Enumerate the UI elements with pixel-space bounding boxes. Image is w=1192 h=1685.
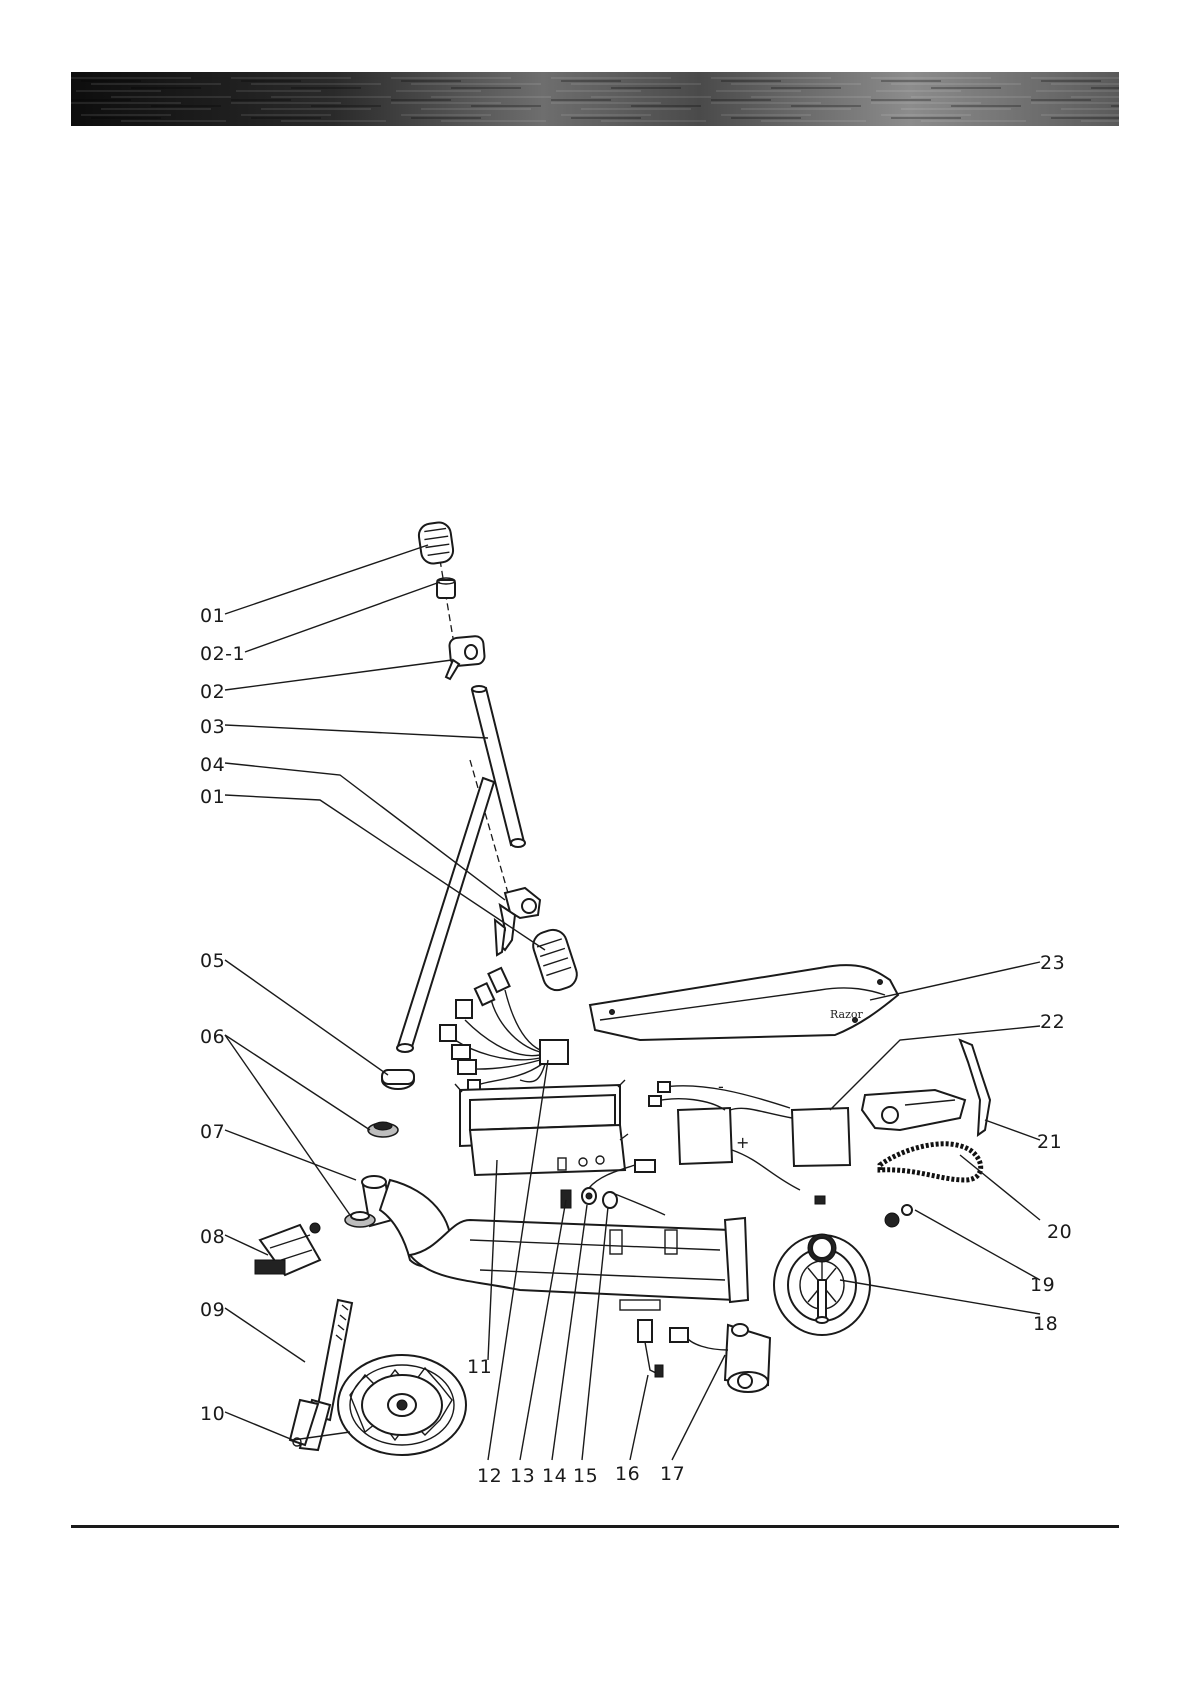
motor-sprocket	[885, 1205, 912, 1227]
bottom-grip	[530, 926, 581, 994]
label-03: 03	[200, 716, 225, 738]
motor	[670, 1324, 770, 1392]
label-14: 14	[542, 1465, 567, 1487]
label-06: 06	[200, 1026, 225, 1048]
label-17: 17	[660, 1463, 685, 1485]
deck: Razor	[590, 965, 898, 1040]
label-22: 22	[1040, 1011, 1065, 1033]
batteries	[649, 1082, 850, 1204]
label-04: 04	[200, 754, 225, 776]
label-11: 11	[467, 1356, 492, 1378]
label-01-bottom: 01	[200, 786, 225, 808]
steering-stem	[397, 778, 494, 1052]
label-08: 08	[200, 1226, 225, 1248]
deck-logo: Razor	[830, 1008, 864, 1021]
label-07: 07	[200, 1121, 225, 1143]
label-13: 13	[510, 1465, 535, 1487]
chain-guard	[862, 1040, 990, 1135]
label-02-1: 02-1	[200, 643, 245, 665]
drive-chain	[880, 1144, 981, 1180]
front-fork	[290, 1300, 352, 1450]
rear-wheel	[774, 1234, 870, 1335]
label-19: 19	[1030, 1274, 1055, 1296]
label-23: 23	[1040, 952, 1065, 974]
label-09: 09	[200, 1299, 225, 1321]
throttle-grip	[446, 636, 485, 679]
label-10: 10	[200, 1403, 225, 1425]
label-02: 02	[200, 681, 225, 703]
label-12: 12	[477, 1465, 502, 1487]
front-brake	[255, 1223, 320, 1275]
top-grip	[417, 521, 454, 565]
label-05: 05	[200, 950, 225, 972]
front-wheel	[338, 1355, 466, 1455]
label-18: 18	[1033, 1313, 1058, 1335]
scooter-frame	[362, 1176, 748, 1310]
battery-box	[455, 1080, 628, 1175]
label-01-top: 01	[200, 605, 225, 627]
label-21: 21	[1037, 1131, 1062, 1153]
label-20: 20	[1047, 1221, 1072, 1243]
footer-rule	[71, 1525, 1119, 1528]
battery-plus-sign: +	[736, 1133, 749, 1152]
grip-end-cap	[437, 578, 455, 598]
battery-minus-sign: -	[718, 1077, 724, 1096]
label-15: 15	[573, 1465, 598, 1487]
charger-port	[638, 1320, 663, 1377]
label-16: 16	[615, 1463, 640, 1485]
